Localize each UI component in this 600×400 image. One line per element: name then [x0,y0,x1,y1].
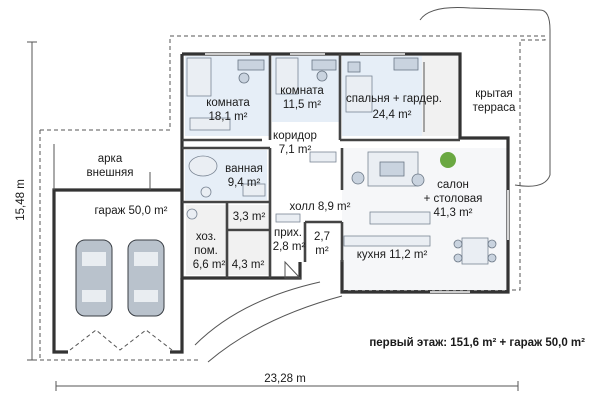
room2-area: 11,5 m² [283,99,321,111]
nightstand-icon [347,61,361,73]
chair-icon [238,72,250,84]
chair-icon [453,239,463,249]
kitchen-label: кухня 11,2 m² [357,249,428,261]
salon-line2: + столовая [424,193,483,205]
kitchen-counter-icon [343,235,431,247]
salon-area: 41,3 m² [434,207,473,219]
armchair-icon [351,171,365,185]
desk-icon [393,57,419,71]
garage-wall [52,188,182,354]
coffee-table-icon [379,161,405,177]
wardrobe-icon [189,117,231,131]
garage-wall-right [170,278,184,354]
salon-line1: салон [437,179,469,191]
garage-door-swing [69,329,173,351]
boiler-icon [186,208,198,220]
small1-fill [228,205,270,229]
terrace-line1: крытая [475,88,512,100]
bed-icon [275,57,299,95]
bed-icon [186,57,212,97]
utility-line2: пом. [194,245,218,257]
utility-area: 6,6 m² [193,259,226,271]
radiator-icon [309,151,337,163]
bathtub-icon [188,155,218,177]
toilet-icon [200,186,212,198]
small2-area: 4,3 m² [232,259,265,271]
chair-icon [487,239,497,249]
height-dimension: 15,48 m [15,179,27,221]
bench-icon [275,213,301,223]
exterior-wall-left [180,54,302,280]
chair-icon [316,70,328,82]
small3-line2: m² [315,245,329,257]
terrace-outline [419,7,551,187]
plant-icon [440,152,456,168]
width-dimension: 23,28 m [264,373,306,385]
bath-name: ванная [225,163,263,175]
garage-roof-outline [40,36,171,131]
terrace-line2: терраса [473,102,516,114]
bedroom-name: спальня + гардер. [346,93,442,105]
car-icon [75,239,113,317]
corridor-name: коридор [273,130,317,142]
hall-label: холл 8,9 m² [290,201,351,213]
chair-icon [487,253,497,263]
garage-label: гараж 50,0 m² [94,205,167,217]
sink-icon [242,183,266,197]
arch-line1: арка [98,153,123,165]
dining-table-icon [461,237,489,265]
small2-fill [228,232,270,275]
small1-area: 3,3 m² [233,211,266,223]
car-icon [127,239,165,317]
room1-area: 18,1 m² [209,111,248,123]
desk-icon [311,59,337,71]
bath-area: 9,4 m² [228,177,261,189]
kitchen-island-icon [369,211,431,225]
small3-line1: 2,7 [314,231,330,243]
utility-line1: хоз. [196,231,216,243]
corridor-area: 7,1 m² [279,144,312,156]
floor-summary: первый этаж: 151,6 m² + гараж 50,0 m² [369,337,585,349]
entry-area: 2,8 m² [273,241,306,253]
double-bed-icon [345,75,373,113]
exterior-wall [182,52,510,294]
arch-line2: внешняя [87,167,134,179]
entry-name: прих. [274,227,302,239]
bedroom-area: 24,4 m² [373,109,412,121]
desk-icon [237,59,265,71]
room2-name: комната [280,85,324,97]
chair-icon [453,253,463,263]
room1-name: комната [206,97,250,109]
entrance-path [194,281,343,363]
wardrobe-fill [422,56,458,136]
entrance-door-arrow [284,260,302,279]
armchair-icon [411,173,425,187]
